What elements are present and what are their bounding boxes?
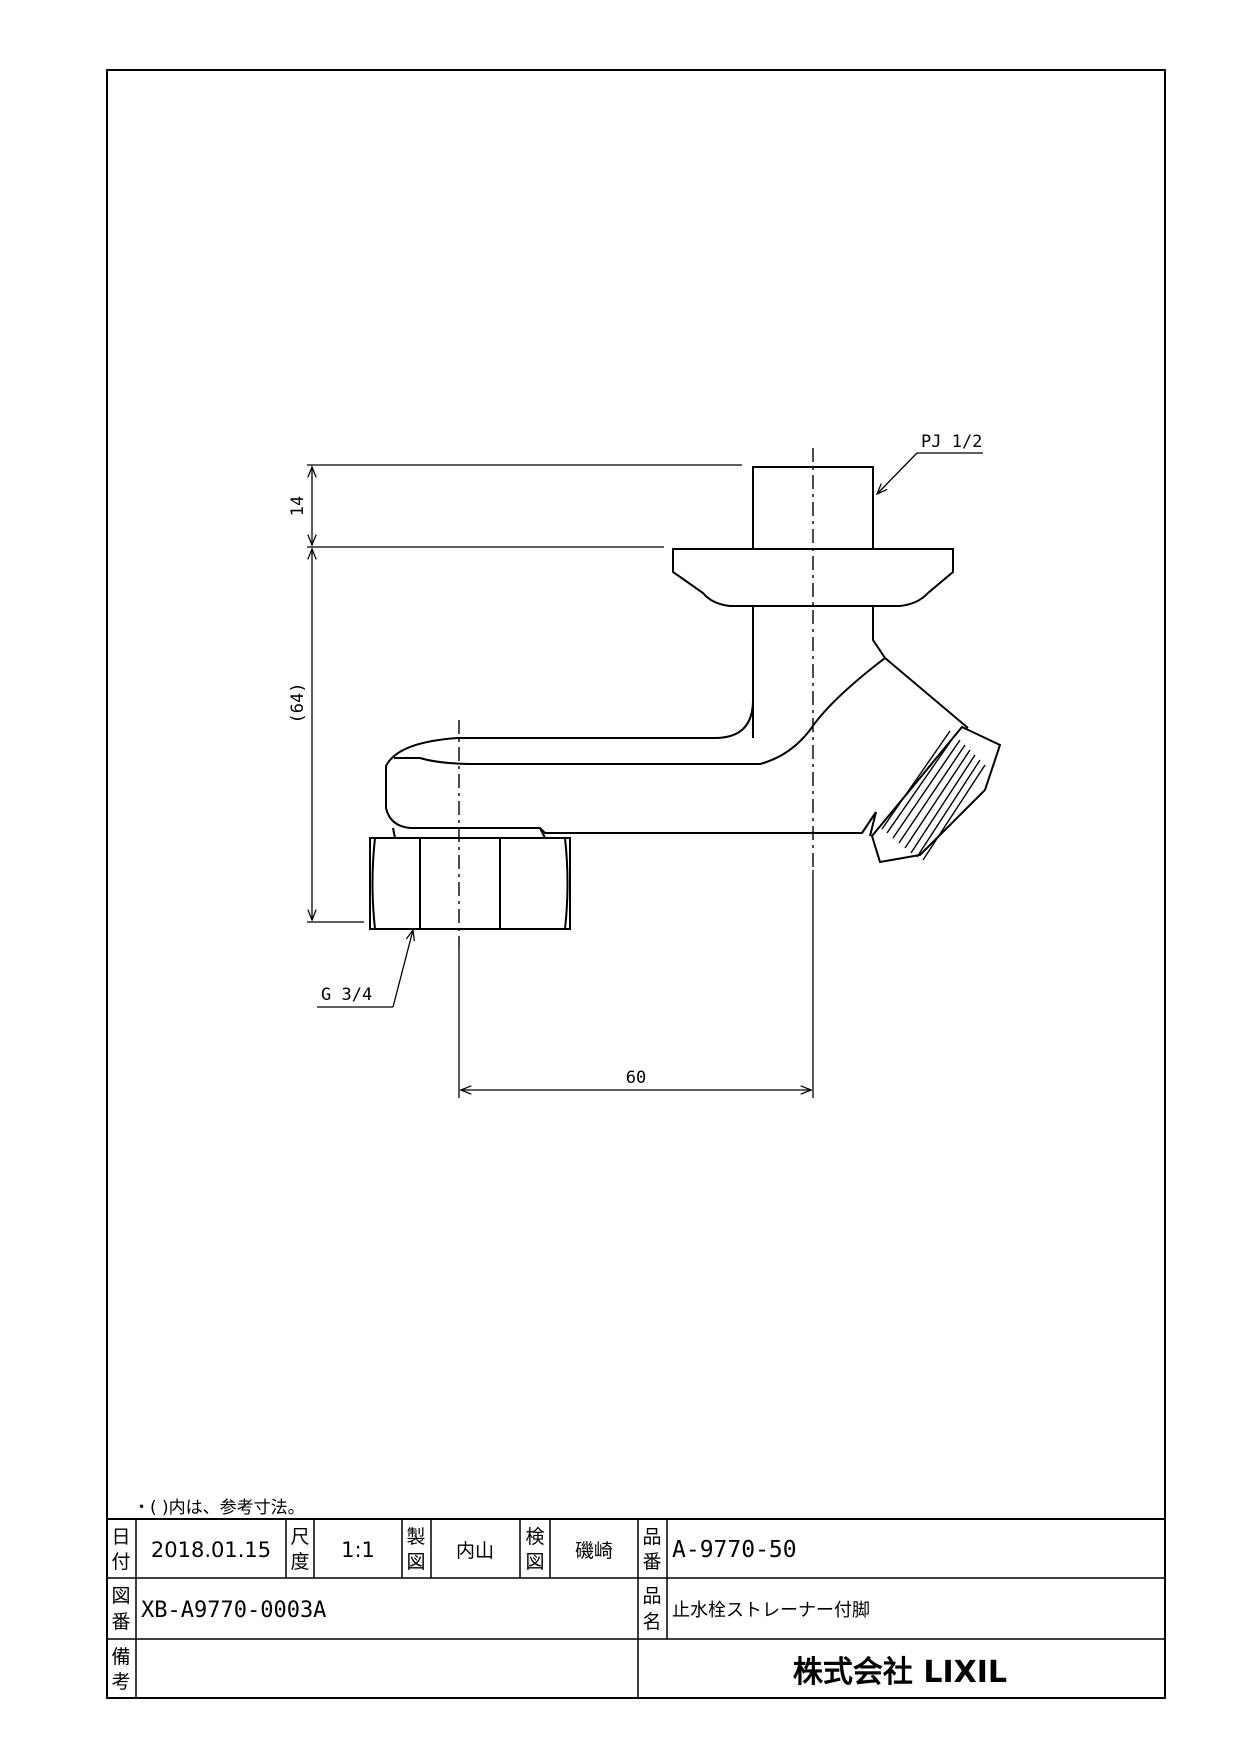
value-scale: 1:1 — [341, 1538, 375, 1562]
elbow-body — [385, 625, 877, 834]
dimension-lines — [307, 452, 983, 1098]
label-drawn-1: 製 — [406, 1526, 425, 1548]
value-drawn-by: 内山 — [456, 1540, 494, 1562]
strainer-cap — [870, 725, 1002, 864]
dim-height-body: (64) — [288, 683, 308, 724]
flange — [672, 548, 954, 607]
label-part-name-2: 名 — [642, 1611, 661, 1633]
strainer-arm-top — [884, 657, 969, 729]
label-part-name-1: 品 — [642, 1585, 661, 1607]
value-checked-by: 磯崎 — [575, 1540, 613, 1562]
elbow-upper — [394, 625, 887, 765]
label-part-no-1: 品 — [642, 1526, 661, 1548]
center-lines — [458, 448, 814, 948]
title-block: 日 付 尺 度 製 図 検 図 品 番 図 番 品 名 備 考 2018.01.… — [111, 1526, 1007, 1693]
label-drawing-no-2: 番 — [111, 1611, 130, 1633]
label-drawing-no-1: 図 — [111, 1585, 130, 1607]
label-part-no-2: 番 — [642, 1551, 661, 1573]
label-checked-1: 検 — [525, 1526, 544, 1548]
label-date-1: 日 — [111, 1526, 130, 1548]
value-part-no: A-9770-50 — [672, 1537, 797, 1563]
label-date-2: 付 — [111, 1551, 130, 1573]
sheet-border — [106, 69, 1166, 1699]
value-date: 2018.01.15 — [151, 1538, 271, 1562]
dim-height-top: 14 — [288, 496, 308, 516]
hex-nut — [369, 827, 571, 930]
value-drawing-no: XB-A9770-0003A — [141, 1598, 326, 1623]
neck — [752, 606, 874, 625]
label-scale-2: 度 — [290, 1551, 309, 1573]
dim-thread-top: PJ 1/2 — [921, 432, 982, 452]
reference-note: ・( )内は、参考寸法。 — [133, 1498, 305, 1518]
label-remarks-2: 考 — [111, 1671, 130, 1693]
label-remarks-1: 備 — [111, 1646, 130, 1668]
dim-offset: 60 — [626, 1068, 646, 1088]
label-scale-1: 尺 — [290, 1526, 309, 1548]
value-part-name: 止水栓ストレーナー付脚 — [672, 1600, 870, 1621]
company-name: 株式会社 LIXIL — [793, 1655, 1007, 1690]
dim-thread-bottom: G 3/4 — [321, 985, 372, 1005]
label-checked-2: 図 — [525, 1551, 544, 1573]
label-drawn-2: 図 — [406, 1551, 425, 1573]
faucet-drawing — [369, 466, 1002, 930]
title-block-grid — [107, 1518, 1165, 1698]
